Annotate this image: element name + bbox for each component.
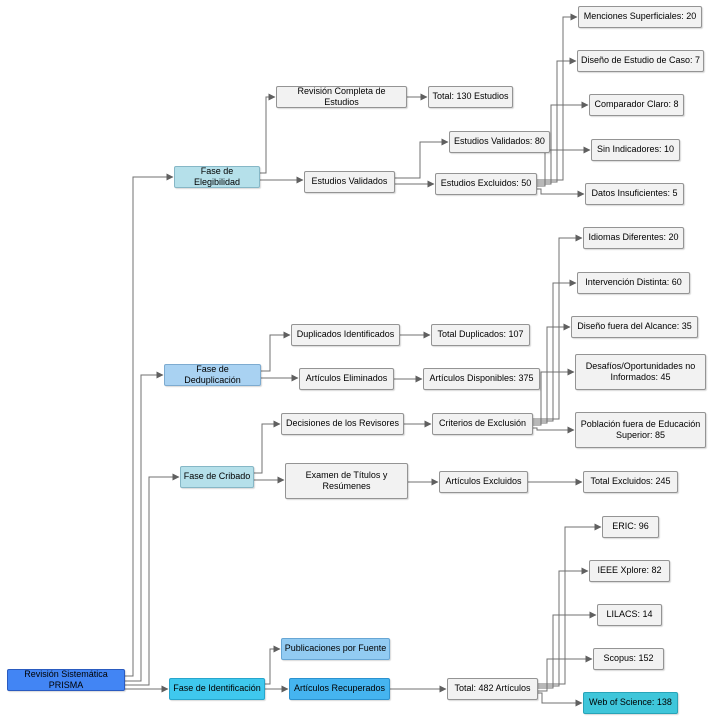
edge-total-articulos-to-scopus bbox=[538, 655, 593, 692]
node-diseno-estudio-caso: Diseño de Estudio de Caso: 7 bbox=[577, 50, 704, 72]
edge-cribado-to-decisiones bbox=[254, 420, 281, 474]
node-menciones-superficiales: Menciones Superficiales: 20 bbox=[578, 6, 702, 28]
edge-criterios-to-intervencion bbox=[533, 279, 577, 422]
edge-root-to-fase-deduplicacion bbox=[125, 371, 164, 682]
node-criterios-exclusion: Criterios de Exclusión bbox=[432, 413, 533, 435]
node-comparador-claro: Comparador Claro: 8 bbox=[589, 94, 684, 116]
node-eric: ERIC: 96 bbox=[602, 516, 659, 538]
edge-excluidos-to-datos-insuficientes bbox=[537, 188, 585, 198]
edge-total-articulos-to-ieee bbox=[538, 567, 589, 687]
node-decisiones-revisores: Decisiones de los Revisores bbox=[281, 413, 404, 435]
edge-criterios-to-desafios bbox=[533, 368, 575, 426]
node-estudios-validados-80: Estudios Validados: 80 bbox=[449, 131, 550, 153]
node-examen-titulos: Examen de Títulos y Resúmenes bbox=[285, 463, 408, 499]
node-duplicados-identificados: Duplicados Identificados bbox=[291, 324, 400, 346]
node-idiomas-diferentes: Idiomas Diferentes: 20 bbox=[583, 227, 684, 249]
edge-criterios-to-poblacion bbox=[533, 426, 575, 434]
edge-criterios-to-idiomas bbox=[533, 234, 583, 420]
edge-total-articulos-to-wos bbox=[538, 692, 583, 707]
node-articulos-excluidos: Artículos Excluidos bbox=[439, 471, 528, 493]
edge-excluidos-to-comparador bbox=[537, 101, 589, 185]
node-articulos-recuperados: Artículos Recuperados bbox=[289, 678, 390, 700]
node-web-of-science: Web of Science: 138 bbox=[583, 692, 678, 714]
node-lilacs: LILACS: 14 bbox=[597, 604, 662, 626]
edge-excluidos-to-menciones bbox=[537, 13, 578, 181]
node-estudios-excluidos-50: Estudios Excluidos: 50 bbox=[435, 173, 537, 195]
node-datos-insuficientes: Datos Insuficientes: 5 bbox=[585, 183, 684, 205]
node-fase-cribado: Fase de Cribado bbox=[180, 466, 254, 488]
edge-excluidos-to-sin-indicadores bbox=[537, 146, 591, 187]
node-total-duplicados: Total Duplicados: 107 bbox=[431, 324, 530, 346]
node-fase-identificacion: Fase de Identificación bbox=[169, 678, 265, 700]
edge-root-to-fase-elegibilidad bbox=[125, 173, 174, 677]
edge-excluidos-to-diseno-caso bbox=[537, 57, 577, 183]
node-root-prisma: Revisión Sistemática PRISMA bbox=[7, 669, 125, 691]
edge-root-to-fase-cribado bbox=[125, 473, 180, 686]
node-desafios-oportunidades: Desafíos/Oportunidades no Informados: 45 bbox=[575, 354, 706, 390]
node-total-articulos: Total: 482 Artículos bbox=[447, 678, 538, 700]
node-diseno-fuera-alcance: Diseño fuera del Alcance: 35 bbox=[571, 316, 698, 338]
node-ieee-xplore: IEEE Xplore: 82 bbox=[589, 560, 670, 582]
node-articulos-eliminados: Artículos Eliminados bbox=[299, 368, 394, 390]
edge-total-articulos-to-lilacs bbox=[538, 611, 597, 689]
node-intervencion-distinta: Intervención Distinta: 60 bbox=[577, 272, 690, 294]
node-estudios-validados: Estudios Validados bbox=[304, 171, 395, 193]
node-publicaciones-fuente: Publicaciones por Fuente bbox=[281, 638, 390, 660]
node-sin-indicadores: Sin Indicadores: 10 bbox=[591, 139, 680, 161]
node-fase-deduplicacion: Fase de Deduplicación bbox=[164, 364, 261, 386]
edge-elegibilidad-to-revision-completa bbox=[260, 93, 276, 174]
node-revision-completa: Revisión Completa de Estudios bbox=[276, 86, 407, 108]
edge-validados-to-validados-80 bbox=[395, 138, 449, 179]
edge-total-articulos-to-eric bbox=[538, 523, 602, 685]
edge-criterios-to-diseno-alcance bbox=[533, 323, 571, 424]
node-total-estudios: Total: 130 Estudios bbox=[428, 86, 513, 108]
edge-identificacion-to-publicaciones bbox=[265, 645, 281, 685]
node-articulos-disponibles: Artículos Disponibles: 375 bbox=[423, 368, 540, 390]
node-poblacion-fuera: Población fuera de Educación Superior: 8… bbox=[575, 412, 706, 448]
node-fase-elegibilidad: Fase de Elegibilidad bbox=[174, 166, 260, 188]
edge-deduplicacion-to-duplicados bbox=[261, 331, 291, 372]
node-scopus: Scopus: 152 bbox=[593, 648, 664, 670]
node-total-excluidos: Total Excluidos: 245 bbox=[583, 471, 678, 493]
